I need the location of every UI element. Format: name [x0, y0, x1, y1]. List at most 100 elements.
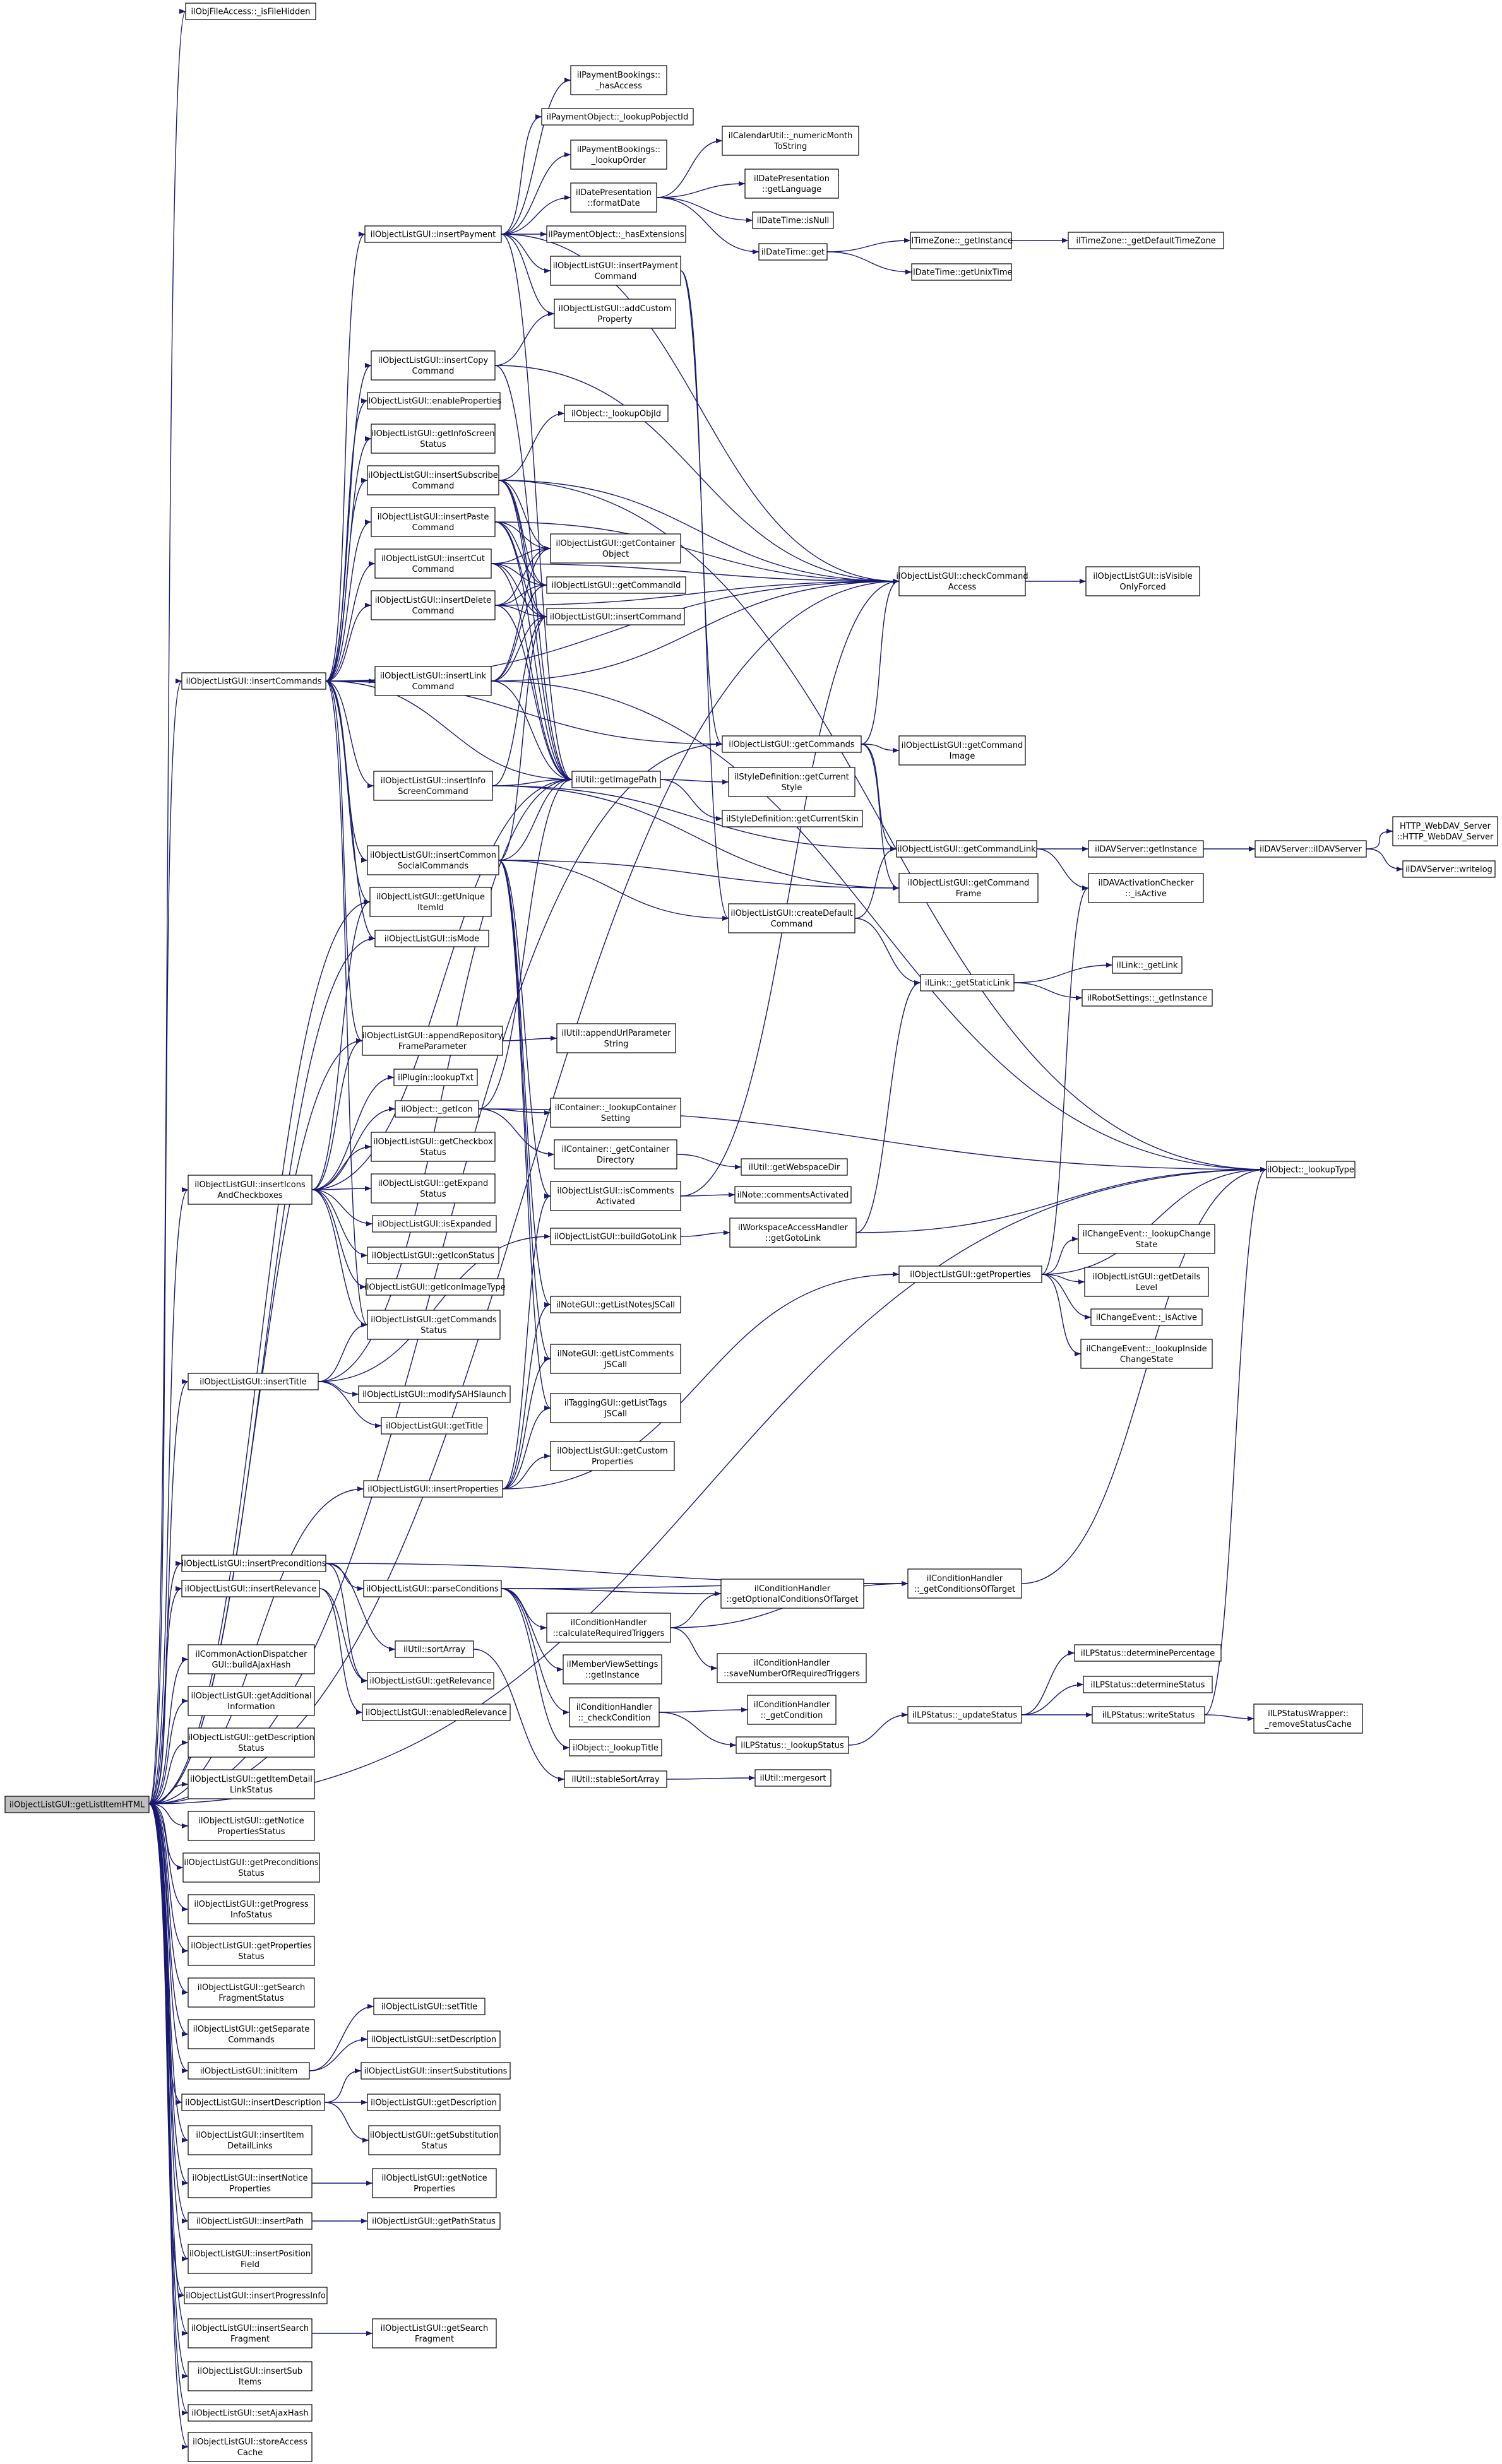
function-node[interactable]: ilStyleDefinition::getCurrentSkin	[722, 810, 863, 827]
function-node[interactable]: ilObjectListGUI::enableProperties	[366, 392, 501, 410]
function-node[interactable]: ilLPStatus::_updateStatus	[907, 1706, 1022, 1724]
function-node[interactable]: ilObjectListGUI::isExpanded	[372, 1215, 497, 1233]
root-function-node[interactable]: ilObjectListGUI::getListItemHTML	[4, 1796, 150, 1813]
function-node[interactable]: ilDateTime::get	[758, 243, 828, 261]
function-node[interactable]: ilWorkspaceAccessHandler::getGotoLink	[729, 1217, 857, 1248]
function-node[interactable]: ilConditionHandler::_getCondition	[747, 1695, 837, 1725]
function-node[interactable]: ilObjectListGUI::insertPreconditions	[181, 1555, 326, 1572]
function-node[interactable]: ilObjectListGUI::parseConditions	[363, 1580, 502, 1597]
function-node[interactable]: HTTP_WebDAV_Server::HTTP_WebDAV_Server	[1392, 816, 1498, 846]
function-node[interactable]: ilPaymentObject::_hasExtensions	[546, 225, 686, 243]
function-node[interactable]: ilUtil::stableSortArray	[564, 1770, 667, 1788]
function-node[interactable]: ilObjectListGUI::insertTitle	[188, 1373, 319, 1390]
function-node[interactable]: ilConditionHandler::_getConditionsOfTarg…	[907, 1568, 1022, 1599]
function-node[interactable]: ilDAVServer::getInstance	[1088, 840, 1204, 858]
function-node[interactable]: ilPaymentBookings::_lookupOrder	[570, 139, 667, 170]
function-node[interactable]: ilNoteGUI::getListNotesJSCall	[550, 1296, 681, 1313]
function-node[interactable]: ilObject::_lookupObjId	[564, 405, 669, 422]
function-node[interactable]: ilLPStatus::writeStatus	[1092, 1706, 1205, 1724]
function-node[interactable]: ilObjectListGUI::getPathStatus	[367, 2212, 501, 2230]
function-node[interactable]: ilObjectListGUI::isMode	[374, 930, 489, 947]
function-node[interactable]: ilObjectListGUI::insertRelevance	[181, 1580, 320, 1597]
function-node[interactable]: ilObjectListGUI::insertProgressInfo	[184, 2287, 328, 2304]
function-node[interactable]: ilObjectListGUI::insertCommand	[546, 608, 685, 625]
function-node[interactable]: ilConditionHandler::_checkCondition	[569, 1697, 660, 1727]
function-node[interactable]: ilObjectListGUI::setDescription	[367, 2030, 501, 2048]
function-node[interactable]: ilMemberViewSettings::getInstance	[563, 1654, 662, 1685]
function-node[interactable]: ilUtil::sortArray	[395, 1640, 474, 1658]
function-node[interactable]: ilObjectListGUI::modifySAHSlaunch	[358, 1385, 511, 1403]
function-node[interactable]: ilTimeZone::_getDefaultTimeZone	[1068, 232, 1224, 249]
function-node[interactable]: ilObjectListGUI::getRelevance	[367, 1672, 494, 1690]
function-node[interactable]: ilChangeEvent::_isActive	[1090, 1308, 1203, 1326]
function-node[interactable]: ilDAVActivationChecker::_isActive	[1088, 873, 1204, 903]
function-node[interactable]: ilRobotSettings::_getInstance	[1082, 989, 1213, 1007]
function-node[interactable]: ilObjectListGUI::insertPath	[188, 2212, 313, 2230]
function-node[interactable]: ilConditionHandler::saveNumberOfRequired…	[717, 1653, 867, 1683]
function-node[interactable]: ilLPStatusWrapper::_removeStatusCache	[1253, 1703, 1363, 1734]
function-node[interactable]: ilObjectListGUI::insertSubstitutions	[361, 2062, 511, 2080]
function-node[interactable]: ilObjectListGUI::initItem	[188, 2062, 310, 2080]
function-node[interactable]: ilPlugin::lookupTxt	[393, 1069, 478, 1086]
function-node[interactable]: ilDAVServer::writelog	[1402, 860, 1496, 878]
function-node[interactable]: ilObject::_lookupTitle	[569, 1739, 662, 1756]
function-node[interactable]: ilPaymentBookings::_hasAccess	[570, 65, 667, 95]
function-node[interactable]: ilUtil::mergesort	[754, 1769, 831, 1787]
function-node[interactable]: ilLPStatus::determineStatus	[1083, 1676, 1213, 1693]
function-node[interactable]: ilLink::_getStaticLink	[920, 974, 1015, 992]
function-node[interactable]: ilUtil::getImagePath	[571, 771, 661, 788]
function-node[interactable]: ilObjectListGUI::getCommands	[722, 735, 862, 753]
function-node[interactable]: ilDatePresentation::formatDate	[570, 182, 657, 213]
function-node[interactable]: ilObjectListGUI::getDescription	[367, 2094, 501, 2111]
function-node[interactable]: ilObjectListGUI::getTitle	[381, 1417, 488, 1435]
function-node[interactable]: ilObjectListGUI::insertCommands	[181, 672, 326, 690]
function-node[interactable]: ilPaymentObject::_lookupPobjectId	[541, 108, 694, 126]
function-node[interactable]: ilObjectListGUI::insertDescription	[181, 2094, 325, 2111]
function-node[interactable]: ilNote::commentsActivated	[734, 1186, 852, 1204]
function-node[interactable]: ilObjectListGUI::getIconStatus	[367, 1247, 499, 1264]
function-node[interactable]: ilObjectListGUI::buildGotoLink	[550, 1228, 681, 1245]
function-node[interactable]: ilDateTime::isNull	[752, 211, 834, 229]
function-node[interactable]: ilObjectListGUI::insertProperties	[363, 1480, 503, 1498]
function-node[interactable]: ilTimeZone::_getInstance	[909, 232, 1013, 249]
function-node[interactable]: ilObjectListGUI::getProperties	[898, 1265, 1042, 1283]
function-node[interactable]: ilDateTime::getUnixTime	[910, 263, 1013, 281]
